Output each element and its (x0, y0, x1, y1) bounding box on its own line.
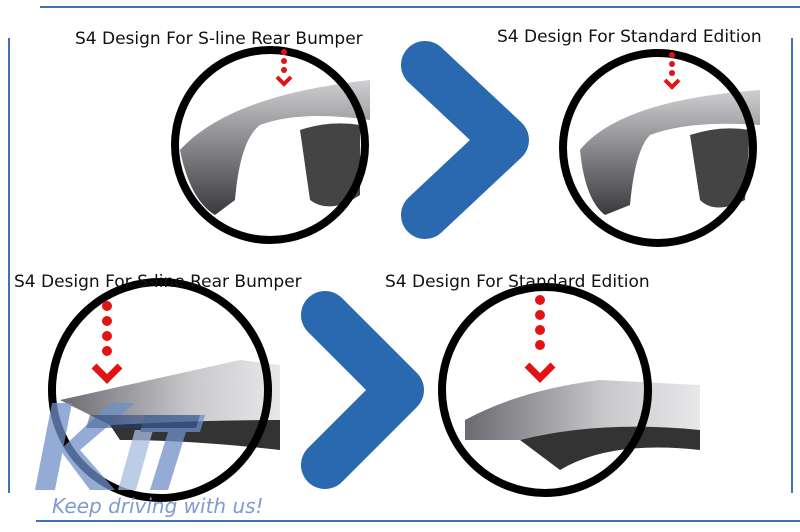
chevron-right-icon (301, 291, 424, 489)
left-border (8, 38, 10, 493)
chevron-right-icon (401, 41, 529, 239)
bottom-border (36, 520, 800, 522)
arrow-down-icon (663, 52, 681, 90)
bumper-image-top-left (171, 46, 370, 244)
bumper-image-bottom-right (438, 283, 700, 497)
arrow-down-icon (275, 49, 293, 87)
logo-tagline: Keep driving with us! (52, 494, 264, 518)
arrow-down-icon (91, 301, 123, 384)
caption-top-left: S4 Design For S-line Rear Bumper (75, 29, 363, 49)
kit-logo (35, 403, 205, 490)
arrow-down-icon (524, 295, 556, 383)
bumper-image-top-right (559, 49, 760, 247)
caption-bottom-left: S4 Design For S-line Rear Bumper (14, 272, 302, 292)
caption-top-right: S4 Design For Standard Edition (497, 27, 762, 47)
top-border (40, 6, 800, 8)
caption-bottom-right: S4 Design For Standard Edition (385, 272, 650, 292)
right-border (791, 38, 793, 493)
